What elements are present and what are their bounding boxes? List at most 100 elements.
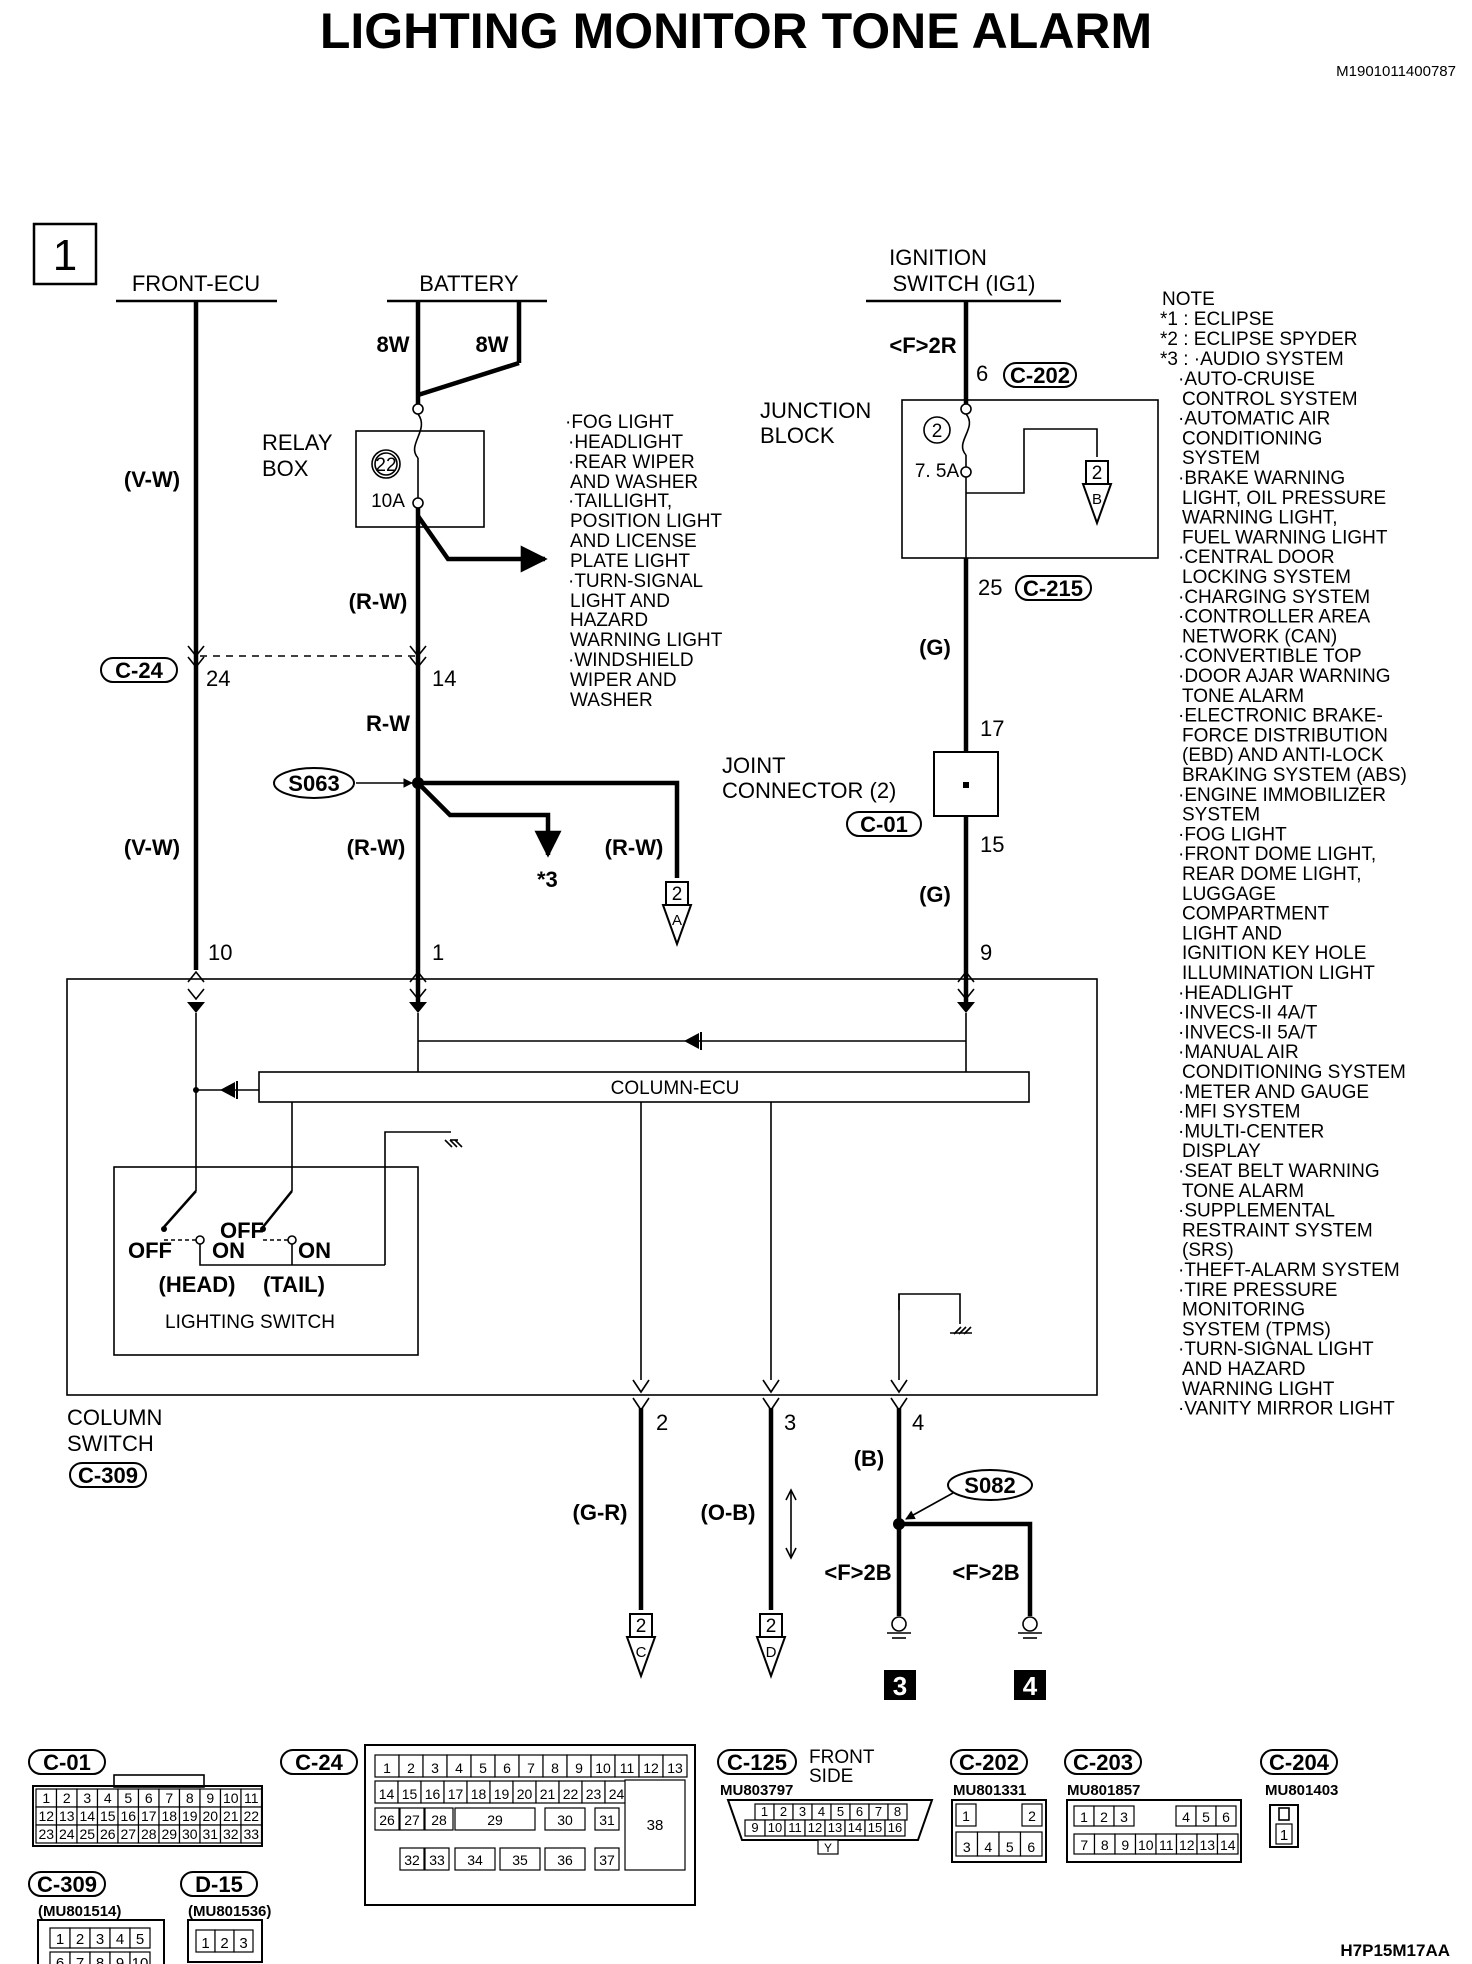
connector-pin-label: 13 [59, 1808, 75, 1824]
note-item: ·MANUAL AIR [1178, 1042, 1299, 1063]
note-item: CONDITIONING SYSTEM [1182, 1062, 1406, 1083]
pin-c215: 25 [978, 575, 1002, 600]
connector-pin-label: 14 [379, 1786, 395, 1802]
connector-pin-label: 31 [202, 1826, 218, 1842]
note-item: TONE ALARM [1182, 686, 1304, 707]
svg-text:30: 30 [557, 1812, 573, 1828]
connector-pin-label: 2 [780, 1804, 787, 1819]
relay-load: AND LICENSE [570, 531, 697, 552]
svg-text:36: 36 [557, 1852, 573, 1868]
connector-pin-label: 28 [141, 1826, 157, 1842]
connector-pin-cell [240, 1824, 263, 1844]
s082-splice-tag [947, 1469, 1033, 1501]
joint-connector-label-1: JOINT [722, 753, 786, 778]
connector-pin-label: 5 [837, 1804, 844, 1819]
c125-face-name: C-125 [727, 1750, 787, 1775]
note-item: ·FOG LIGHT [1178, 824, 1287, 845]
connector-pin-cell [129, 1927, 151, 1949]
connector-pin-label: 4 [455, 1760, 463, 1776]
wire-g-lower: (G) [919, 882, 951, 907]
doc-code: M1901011400787 [1336, 63, 1456, 80]
connector-pin-label: 10 [132, 1955, 149, 1964]
connector-pin-label: 8 [894, 1804, 901, 1819]
connector-pin-label: 1 [761, 1804, 768, 1819]
note-item: REAR DOME LIGHT, [1182, 864, 1361, 885]
connector-pin-label: 15 [402, 1786, 418, 1802]
wire-8w-a: 8W [377, 332, 410, 357]
page-title: LIGHTING MONITOR TONE ALARM [320, 3, 1152, 59]
tail-on-label: ON [298, 1238, 331, 1263]
connector-pin-label: 8 [1101, 1837, 1109, 1853]
note-item: ·AUTOMATIC AIR [1178, 409, 1330, 430]
connector-pin-label: 1 [383, 1760, 391, 1776]
connector-pin-label: 9 [575, 1760, 583, 1776]
note-item: COMPARTMENT [1182, 904, 1329, 925]
c202-part: MU801331 [953, 1782, 1026, 1799]
svg-text:A: A [672, 912, 682, 929]
junction-fuse-no: 2 [932, 421, 943, 442]
figure-code: H7P15M17AA [1340, 1941, 1450, 1960]
junction-block-label-1: JUNCTION [760, 398, 871, 423]
s063-splice-tag [273, 767, 355, 799]
connector-pin-label: 2 [76, 1931, 84, 1948]
note-item: (SRS) [1182, 1240, 1234, 1261]
head-on-label: ON [212, 1238, 245, 1263]
c01-face-tag [28, 1749, 106, 1775]
note-item: MONITORING [1182, 1300, 1305, 1321]
c309-face-name: C-309 [37, 1872, 97, 1897]
c204-face-tag [1260, 1749, 1338, 1775]
ref-b-arrow: 2 B [1081, 460, 1113, 526]
c24-face-name: C-24 [295, 1750, 343, 1775]
connector-pin-label: 10 [1138, 1837, 1154, 1853]
svg-text:1: 1 [962, 1808, 970, 1824]
pin-cs-9: 9 [980, 940, 992, 965]
c215-tag [1015, 575, 1092, 601]
wire-f2b-b: <F>2B [952, 1560, 1019, 1585]
connector-pin-label: 2 [220, 1935, 228, 1952]
connector-pin-label: 2 [1100, 1809, 1108, 1825]
junction-block-label-2: BLOCK [760, 423, 835, 448]
connector-pin-label: 9 [116, 1955, 124, 1964]
relay-load: WARNING LIGHT [570, 630, 723, 651]
svg-text:2: 2 [1092, 463, 1103, 484]
connector-pin-label: 21 [223, 1808, 239, 1824]
svg-text:34: 34 [467, 1852, 483, 1868]
pin-c24-front: 24 [206, 666, 230, 691]
connector-pin-cell [1113, 1805, 1135, 1827]
connector-pin-label: 12 [808, 1820, 822, 1835]
note-item: NETWORK (CAN) [1182, 626, 1337, 647]
c125-side-2: SIDE [809, 1766, 853, 1787]
connector-pin-label: 2 [63, 1790, 71, 1806]
connector-pin-label: 15 [100, 1808, 116, 1824]
note-item: ·ENGINE IMMOBILIZER [1178, 785, 1386, 806]
head-label: (HEAD) [159, 1272, 236, 1297]
connector-pin-label: 3 [963, 1839, 971, 1855]
connector-pin-label: 6 [1222, 1809, 1230, 1825]
connector-pin-label: 7 [165, 1790, 173, 1806]
ignition-label-2: SWITCH (IG1) [893, 271, 1036, 296]
connector-pin-label: 23 [586, 1786, 602, 1802]
column-switch-label-2: SWITCH [67, 1431, 154, 1456]
c24-face-tag [280, 1749, 358, 1775]
connector-pin-label: 20 [202, 1808, 218, 1824]
wire-rw-upper: (R-W) [349, 589, 408, 614]
note-item: LUGGAGE [1182, 884, 1276, 905]
connector-pin-label: 17 [141, 1808, 157, 1824]
connector-pin-label: 3 [431, 1760, 439, 1776]
connector-pin-label: 15 [868, 1820, 882, 1835]
d15-face-tag [180, 1871, 258, 1897]
relay-box-label-2: BOX [262, 456, 309, 481]
connector-pin-label: 13 [828, 1820, 842, 1835]
connector-pin-label: 29 [161, 1826, 177, 1842]
tail-label: (TAIL) [263, 1272, 325, 1297]
c204-face-name: C-204 [1269, 1750, 1330, 1775]
joint-connector-label-2: CONNECTOR (2) [722, 778, 896, 803]
connector-pin-label: 12 [643, 1760, 659, 1776]
c309-housing [37, 1919, 165, 1964]
column-ecu-label: COLUMN-ECU [611, 1078, 740, 1099]
note-item: ·CONTROLLER AREA [1178, 607, 1370, 628]
